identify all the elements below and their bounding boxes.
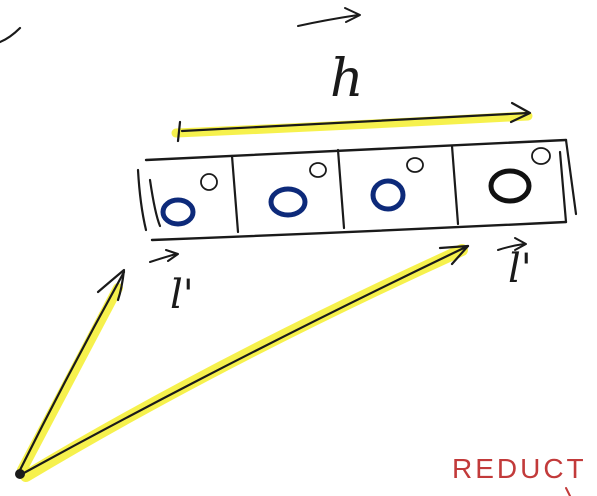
left-vector-arrowhead — [96, 268, 126, 302]
corner-red-mark — [565, 487, 571, 496]
cell-divider-3 — [450, 144, 460, 226]
cell-4-small-circle — [531, 147, 551, 165]
left-vector-highlight — [17, 283, 123, 475]
h-vector-arrowhead — [509, 101, 532, 124]
cell-strip — [136, 138, 578, 242]
origin-point — [15, 469, 25, 479]
cell-2-filled-circle — [268, 186, 308, 218]
strip-right-end — [564, 138, 578, 216]
cell-3 — [370, 157, 424, 212]
h-vector-highlight — [171, 111, 533, 138]
right-l-label: l' — [508, 246, 532, 292]
left-l-label: l' — [170, 272, 194, 318]
right-vector-highlight — [20, 244, 468, 482]
right-vector-arrowhead — [438, 244, 470, 266]
stray-mark — [0, 26, 22, 44]
corner-text: REDUCT — [452, 453, 587, 484]
right-l-label-group: l' — [497, 237, 532, 292]
cell-3-small-circle — [406, 157, 424, 173]
origin-vectors — [15, 244, 470, 482]
h-vector — [171, 101, 533, 143]
h-label-group: h — [297, 7, 364, 109]
strip-top-border — [144, 138, 568, 162]
cell-1-filled-circle — [160, 197, 196, 227]
right-vector — [20, 244, 470, 476]
cell-4-filled-circle — [488, 168, 532, 204]
left-vector — [18, 270, 126, 472]
cell-1 — [160, 173, 218, 227]
left-l-label-group: l' — [149, 249, 194, 318]
cell-2 — [268, 162, 327, 218]
h-label: h — [330, 49, 364, 109]
strip-bottom-border — [150, 220, 568, 242]
cell-divider-1 — [230, 154, 240, 234]
cell-4 — [488, 147, 551, 204]
cell-divider-2 — [336, 148, 346, 230]
cell-3-filled-circle — [370, 178, 406, 212]
cell-2-small-circle — [309, 162, 327, 178]
cell-1-small-circle — [200, 173, 218, 191]
